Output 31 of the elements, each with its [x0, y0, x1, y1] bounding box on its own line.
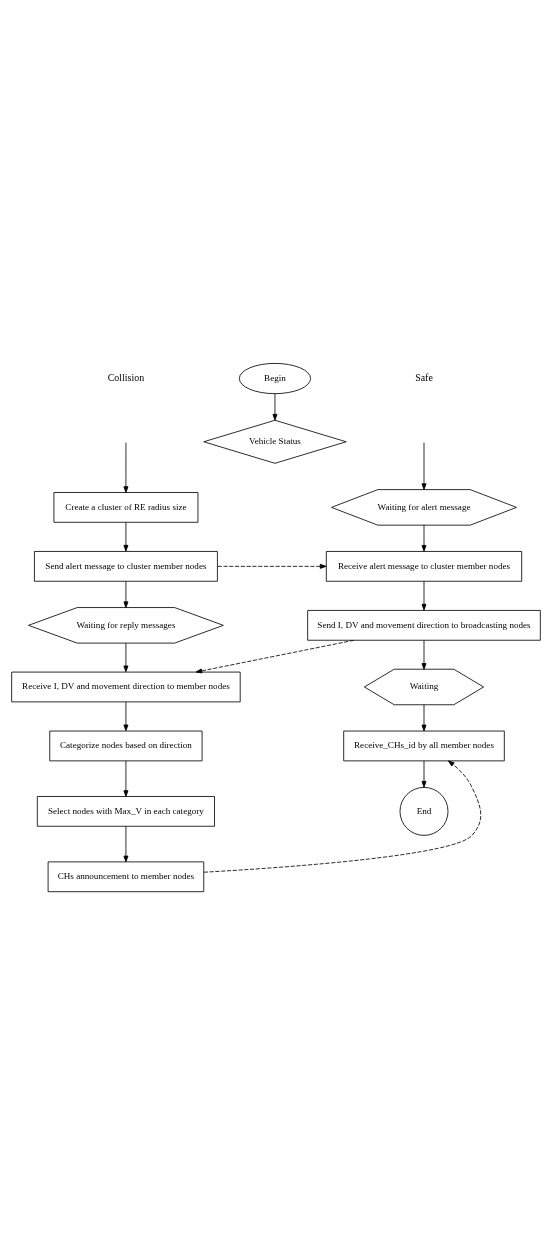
- arrow: [203, 759, 482, 873]
- arrow: [421, 760, 427, 788]
- arrow: [123, 642, 129, 672]
- arrow: [421, 639, 427, 670]
- node-box: Create a cluster of RE radius size: [53, 491, 199, 523]
- arrow: [123, 701, 129, 731]
- node-box: Receive alert message to cluster member nodes: [325, 550, 523, 582]
- arrow: [421, 524, 427, 552]
- arrow: [123, 760, 129, 797]
- arrow: [421, 580, 427, 610]
- node-box: Select nodes with Max_V in each category: [36, 795, 215, 827]
- arrow: [272, 393, 278, 421]
- node-box: Send alert message to cluster member nodes: [34, 550, 218, 582]
- arrow: [195, 639, 355, 673]
- arrow: [123, 521, 129, 552]
- node-box: Send I, DV and movement direction to broadcasting nodes: [307, 609, 541, 641]
- label: Collision: [107, 371, 145, 383]
- node-box: Receive I, DV and movement direction to member nodes: [11, 671, 241, 702]
- node-box: CHs announcement to member nodes: [47, 860, 205, 892]
- label: Safe: [415, 371, 433, 383]
- arrow: [421, 703, 427, 731]
- node-ellipse: Begin: [238, 362, 311, 394]
- arrow: [123, 825, 129, 862]
- arrow: [123, 441, 129, 493]
- node-circle: End: [399, 786, 449, 836]
- arrow: [217, 563, 327, 569]
- arrow: [421, 441, 427, 490]
- node-box: Categorize nodes based on direction: [49, 730, 203, 761]
- node-box: Receive_CHs_id by all member nodes: [343, 730, 505, 761]
- node-diamond: Vehicle Status: [203, 419, 347, 464]
- arrow: [123, 580, 129, 608]
